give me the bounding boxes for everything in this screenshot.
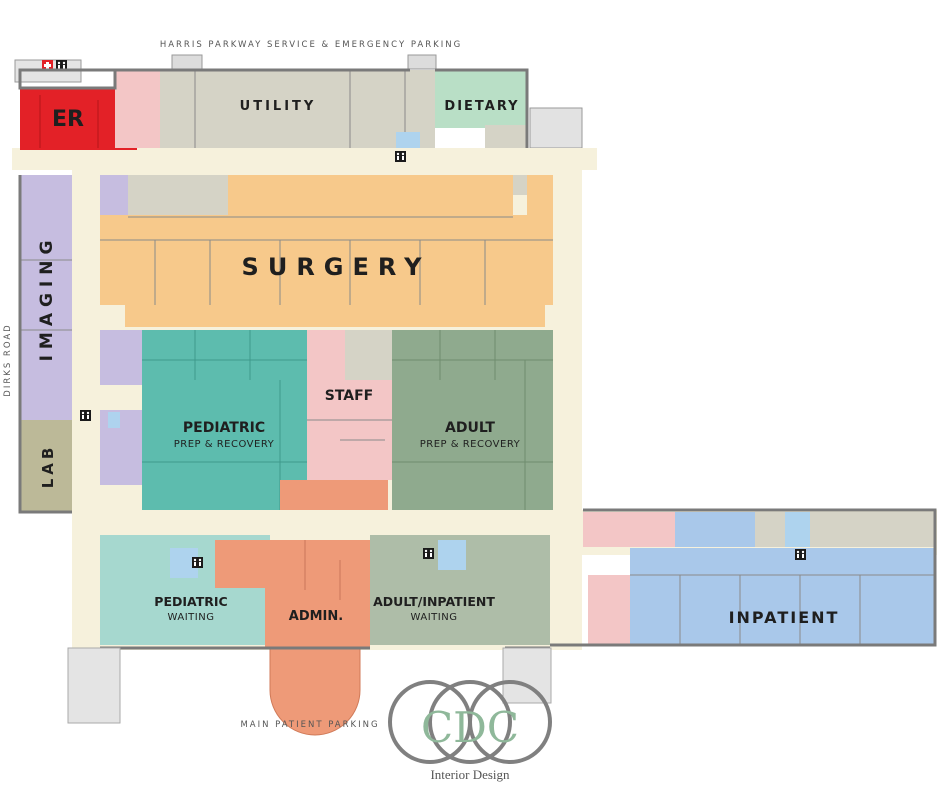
surgery-zone	[100, 215, 553, 305]
restroom-icon	[80, 410, 91, 421]
entrance-canopy-east	[502, 647, 552, 704]
restroom-icon	[395, 151, 406, 162]
room-label-admin: ADMIN.	[289, 609, 343, 624]
room-label-staff: STAFF	[325, 388, 374, 404]
admin-rotunda	[269, 647, 361, 736]
room-label-adult: ADULT	[445, 420, 495, 436]
first-aid-icon	[42, 60, 53, 71]
surgery-zone	[125, 305, 545, 327]
restroom-icon	[192, 557, 203, 568]
entrance-canopy-west	[67, 647, 121, 724]
surgery-zone	[228, 175, 513, 215]
lab-zone	[20, 420, 72, 512]
entrance-block	[171, 54, 203, 70]
restroom-icon	[423, 548, 434, 559]
room-label-ped-waiting: PEDIATRIC	[154, 594, 227, 609]
loading-dock	[529, 107, 583, 149]
room-sublabel-adult-waiting: WAITING	[411, 612, 458, 623]
dietary-zone	[435, 70, 527, 128]
admin-zone	[215, 540, 385, 588]
room-label-pediatric: PEDIATRIC	[183, 420, 265, 436]
corridor-north	[12, 148, 597, 170]
inpatient-zone	[630, 548, 935, 645]
imaging-zone	[20, 175, 72, 420]
restroom-icon	[795, 549, 806, 560]
er-zone	[20, 88, 115, 150]
room-pink	[115, 70, 160, 148]
room-label-utility: UTILITY	[240, 99, 317, 114]
road-label-north: HARRIS PARKWAY SERVICE & EMERGENCY PARKI…	[160, 40, 462, 50]
room-label-er: ER	[52, 107, 84, 132]
room-label-adult-waiting: ADULT/INPATIENT	[373, 594, 495, 609]
room-label-surgery: SURGERY	[242, 253, 431, 281]
room-sublabel-adult: PREP & RECOVERY	[420, 439, 521, 450]
room-lightblue	[396, 132, 420, 148]
room-sublabel-pediatric: PREP & RECOVERY	[174, 439, 275, 450]
room-sublabel-ped-waiting: WAITING	[168, 612, 215, 623]
logo-caption: Interior Design	[430, 767, 510, 782]
room-label-lab: LAB	[39, 444, 57, 489]
restroom-icon	[56, 60, 67, 71]
room-label-dietary: DIETARY	[444, 99, 519, 114]
admin-zone	[265, 588, 370, 648]
road-label-west: DIRKS ROAD	[3, 323, 13, 396]
cdc-logo: CDC Interior Design	[388, 680, 552, 782]
room-label-inpatient: INPATIENT	[729, 608, 840, 627]
entrance-block	[407, 54, 437, 70]
logo-mark: CDC	[421, 703, 519, 752]
room-label-imaging: IMAGING	[37, 235, 57, 362]
inpatient-zone	[675, 512, 755, 547]
road-label-south: MAIN PATIENT PARKING	[240, 720, 379, 730]
